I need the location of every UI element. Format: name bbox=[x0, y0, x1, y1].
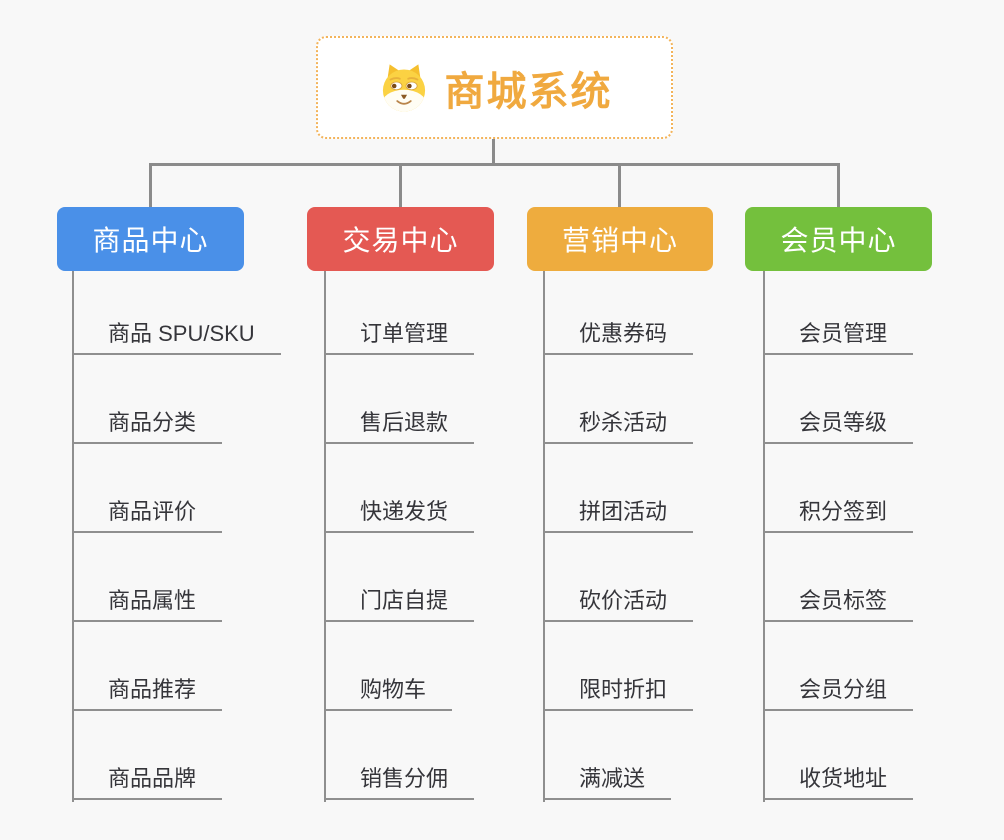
leaf-topic[interactable]: 会员管理 bbox=[765, 313, 914, 355]
branch-column-trade: 订单管理 售后退款 快递发货 门店自提 购物车 销售分佣 bbox=[324, 271, 475, 802]
leaf-topic[interactable]: 售后退款 bbox=[326, 402, 475, 444]
connector-drop-members bbox=[837, 163, 840, 207]
leaf-topic[interactable]: 满减送 bbox=[545, 758, 672, 800]
branch-column-members: 会员管理 会员等级 积分签到 会员标签 会员分组 收货地址 bbox=[763, 271, 914, 802]
leaf-topic[interactable]: 积分签到 bbox=[765, 491, 914, 533]
leaf-topic[interactable]: 会员分组 bbox=[765, 669, 914, 711]
leaf-topic[interactable]: 商品评价 bbox=[74, 491, 223, 533]
leaf-topic[interactable]: 商品 SPU/SKU bbox=[74, 313, 281, 355]
leaf-topic[interactable]: 会员标签 bbox=[765, 580, 914, 622]
connector-drop-marketing bbox=[618, 163, 621, 207]
connector-bus bbox=[149, 163, 840, 166]
root-node[interactable]: 商城系统 bbox=[316, 36, 673, 139]
connector-drop-products bbox=[149, 163, 152, 207]
branch-node-trade[interactable]: 交易中心 bbox=[307, 207, 494, 271]
root-title: 商城系统 bbox=[444, 69, 613, 114]
connector-drop-trade bbox=[399, 163, 402, 207]
leaf-topic[interactable]: 商品属性 bbox=[74, 580, 223, 622]
dog-face-icon bbox=[382, 63, 425, 112]
branch-node-members[interactable]: 会员中心 bbox=[745, 207, 932, 271]
leaf-topic[interactable]: 商品推荐 bbox=[74, 669, 223, 711]
leaf-topic[interactable]: 快递发货 bbox=[326, 491, 475, 533]
connector-root-stem bbox=[492, 139, 495, 164]
leaf-topic[interactable]: 会员等级 bbox=[765, 402, 914, 444]
leaf-topic[interactable]: 门店自提 bbox=[326, 580, 475, 622]
leaf-topic[interactable]: 商品分类 bbox=[74, 402, 223, 444]
leaf-topic[interactable]: 收货地址 bbox=[765, 758, 914, 800]
branch-column-marketing: 优惠券码 秒杀活动 拼团活动 砍价活动 限时折扣 满减送 bbox=[543, 271, 694, 802]
leaf-topic[interactable]: 秒杀活动 bbox=[545, 402, 694, 444]
leaf-topic[interactable]: 限时折扣 bbox=[545, 669, 694, 711]
leaf-topic[interactable]: 销售分佣 bbox=[326, 758, 475, 800]
branch-node-products[interactable]: 商品中心 bbox=[57, 207, 244, 271]
leaf-topic[interactable]: 拼团活动 bbox=[545, 491, 694, 533]
leaf-topic[interactable]: 订单管理 bbox=[326, 313, 475, 355]
branch-column-products: 商品 SPU/SKU 商品分类 商品评价 商品属性 商品推荐 商品品牌 bbox=[72, 271, 281, 802]
leaf-topic[interactable]: 优惠券码 bbox=[545, 313, 694, 355]
leaf-topic[interactable]: 砍价活动 bbox=[545, 580, 694, 622]
leaf-topic[interactable]: 购物车 bbox=[326, 669, 453, 711]
branch-node-marketing[interactable]: 营销中心 bbox=[527, 207, 713, 271]
leaf-topic[interactable]: 商品品牌 bbox=[74, 758, 223, 800]
